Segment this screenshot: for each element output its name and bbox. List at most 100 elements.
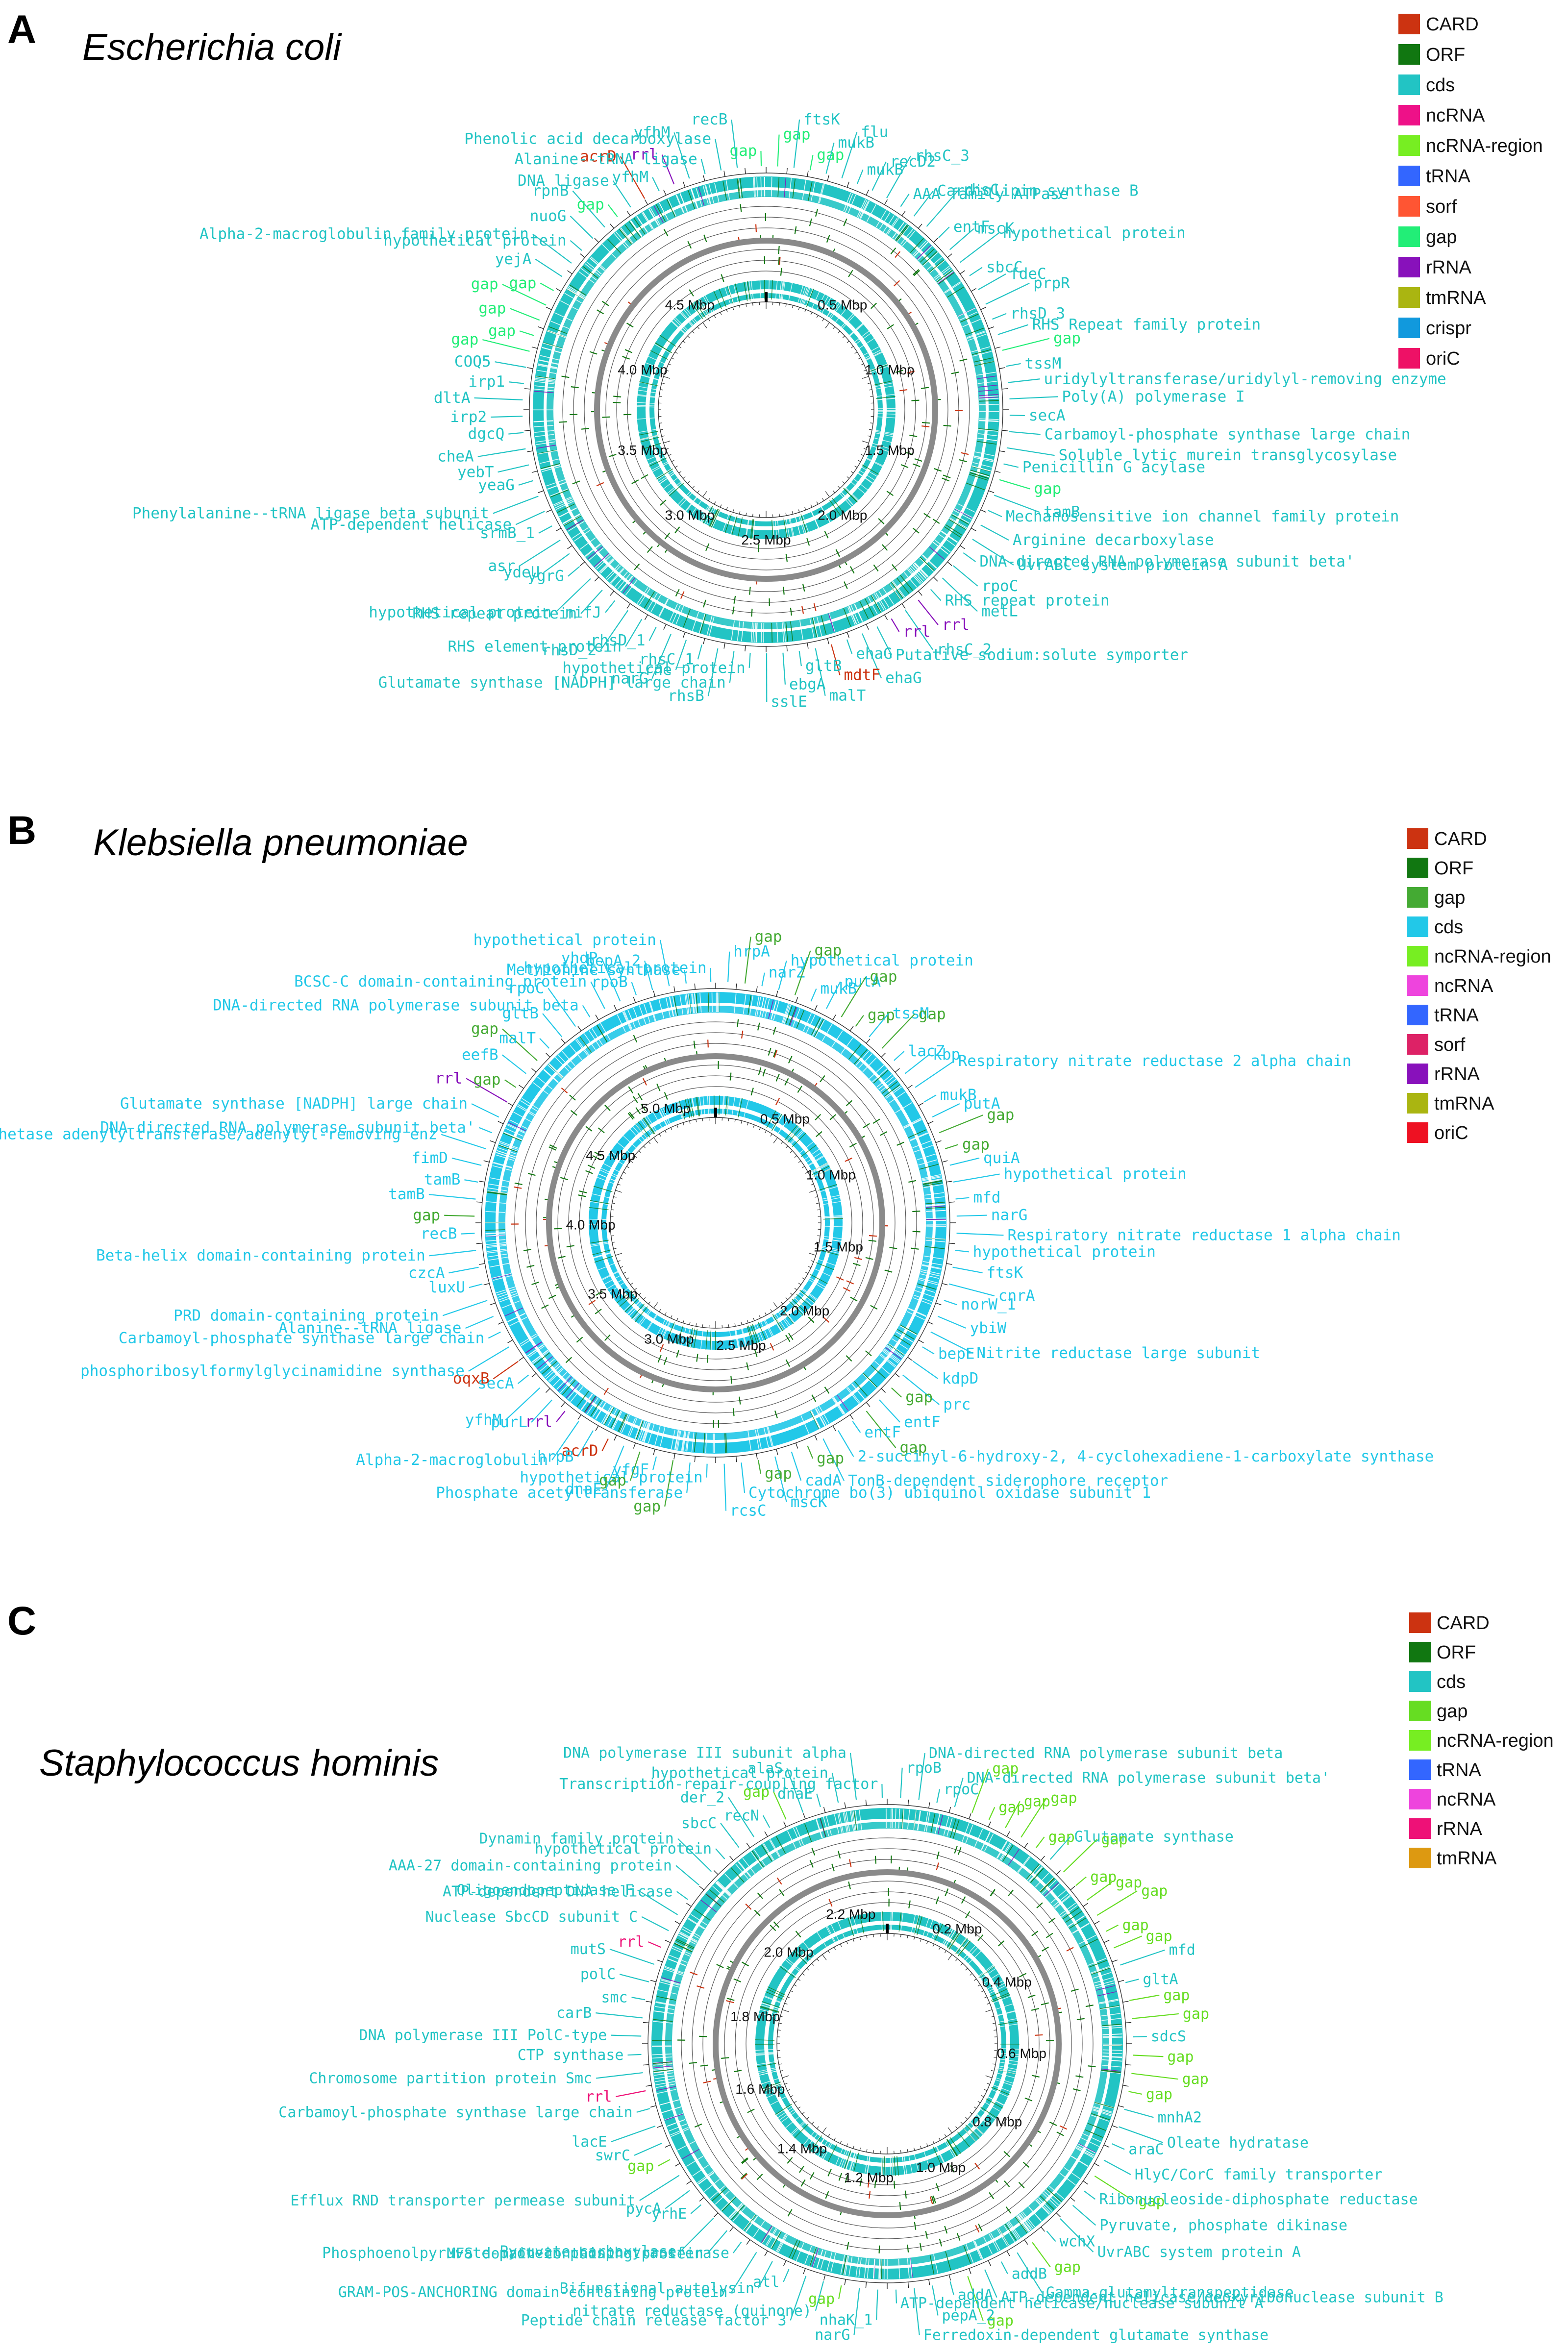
feature-stripe: [678, 1934, 696, 1945]
scale-tick: [610, 591, 615, 596]
leader-line: [636, 2108, 650, 2113]
feature-stripe: [1100, 2005, 1120, 2009]
mbp-label: 0.8 Mbp: [972, 2114, 1022, 2129]
feature-stripe: [997, 2067, 1017, 2073]
feature-stripe: [570, 1386, 583, 1402]
inner-tick: [854, 351, 858, 354]
feature-stripe: [771, 2231, 782, 2249]
gene-label: mutS: [571, 1941, 606, 1958]
inner-tick: [702, 322, 707, 328]
track-ring: [573, 217, 959, 603]
feature-stripe: [747, 1325, 755, 1344]
feature-stripe: [846, 1812, 850, 1832]
feature-stripe: [649, 1002, 656, 1021]
orf-mark: [633, 1096, 638, 1103]
feature-stripe: [1040, 2195, 1055, 2210]
feature-stripe: [587, 1397, 599, 1414]
feature-stripe: [547, 482, 566, 490]
feature-stripe: [852, 1810, 857, 1831]
feature-stripe: [946, 1817, 953, 1837]
feature-stripe: [874, 1361, 890, 1375]
feature-stripe: [794, 1296, 809, 1311]
feature-stripe: [547, 1065, 563, 1079]
feature-stripe: [839, 1813, 844, 1833]
leader-line: [894, 1051, 905, 1061]
feature-stripe: [977, 1964, 994, 1977]
inner-tick: [739, 511, 741, 515]
inner-tick: [806, 2117, 809, 2120]
gene-label: gap: [1024, 1793, 1050, 1810]
feature-stripe: [912, 564, 927, 579]
feature-stripe: [588, 547, 604, 561]
feature-stripe: [845, 2255, 849, 2276]
gc-track: [546, 1053, 885, 1392]
gene-label: Soluble lytic murein transglycosylase: [1059, 446, 1397, 464]
feature-stripe: [642, 1118, 654, 1135]
inner-tick: [787, 2089, 791, 2091]
orf-mark: [1066, 1947, 1074, 1952]
leader-line: [659, 940, 670, 987]
gene-label: hypothetical protein: [651, 1764, 828, 1782]
feature-stripe: [929, 2255, 935, 2275]
orf-mark: [863, 1123, 870, 1128]
feature-stripe: [991, 2086, 1010, 2095]
feature-stripe: [623, 1297, 638, 1312]
feature-stripe: [759, 997, 765, 1017]
scale-tick: [928, 1802, 930, 1808]
feature-stripe: [971, 346, 991, 352]
mbp-label: 4.0 Mbp: [566, 1217, 615, 1233]
feature-stripe: [826, 2252, 833, 2272]
feature-stripe: [821, 1024, 833, 1041]
gene-label: gap: [471, 275, 498, 293]
inner-tick: [668, 454, 672, 456]
feature-stripe: [925, 1201, 946, 1205]
feature-stripe: [830, 1924, 840, 1942]
scale-tick: [866, 624, 869, 630]
orf-mark: [989, 2192, 995, 2200]
feature-stripe: [883, 1350, 900, 1362]
scale-tick: [745, 168, 746, 174]
leader-line: [886, 155, 911, 198]
gene-label: gap: [1101, 1831, 1127, 1848]
feature-stripe: [573, 530, 591, 542]
feature-stripe: [922, 1181, 943, 1186]
gene-label: recB: [421, 1225, 457, 1243]
gene-label: Carbamoyl-phosphate synthase large chain: [1045, 425, 1411, 443]
feature-stripe: [917, 1153, 936, 1161]
feature-stripe: [562, 1380, 576, 1395]
feature-stripe: [974, 1829, 983, 1847]
feature-stripe: [1027, 1864, 1041, 1880]
orf-mark: [1036, 1902, 1043, 1908]
orf-mark: [785, 1359, 790, 1367]
feature-stripe: [807, 1278, 825, 1289]
legend-label: ncRNA-region: [1434, 946, 1551, 967]
feature-stripe: [682, 1431, 687, 1451]
feature-stripe: [772, 1114, 783, 1132]
feature-stripe: [770, 2231, 781, 2249]
feature-stripe: [590, 1242, 610, 1247]
scale-tick: [764, 1831, 768, 1837]
feature-stripe: [772, 1313, 784, 1331]
leader-line: [810, 988, 817, 1002]
feature-stripe: [868, 596, 878, 615]
feature-stripe: [539, 355, 559, 361]
feature-stripe: [663, 476, 679, 490]
gene-label: gap: [1146, 2086, 1172, 2103]
orf-mark: [907, 371, 915, 374]
feature-stripe: [987, 2096, 1005, 2106]
gene-label: gap: [478, 299, 506, 317]
feature-stripe: [774, 1312, 786, 1330]
feature-stripe: [860, 466, 878, 477]
feature-stripe: [535, 439, 555, 443]
leader-line: [464, 1179, 478, 1183]
leader-line: [977, 273, 1006, 291]
feature-stripe: [785, 2115, 801, 2129]
scale-tick: [594, 238, 599, 243]
feature-stripe: [902, 230, 916, 247]
feature-stripe: [829, 499, 841, 517]
feature-stripe: [685, 496, 698, 512]
feature-stripe: [485, 1233, 505, 1235]
feature-stripe: [778, 280, 782, 300]
gene-label: UvrABC system protein A: [1018, 556, 1228, 574]
orf-mark: [664, 532, 671, 540]
